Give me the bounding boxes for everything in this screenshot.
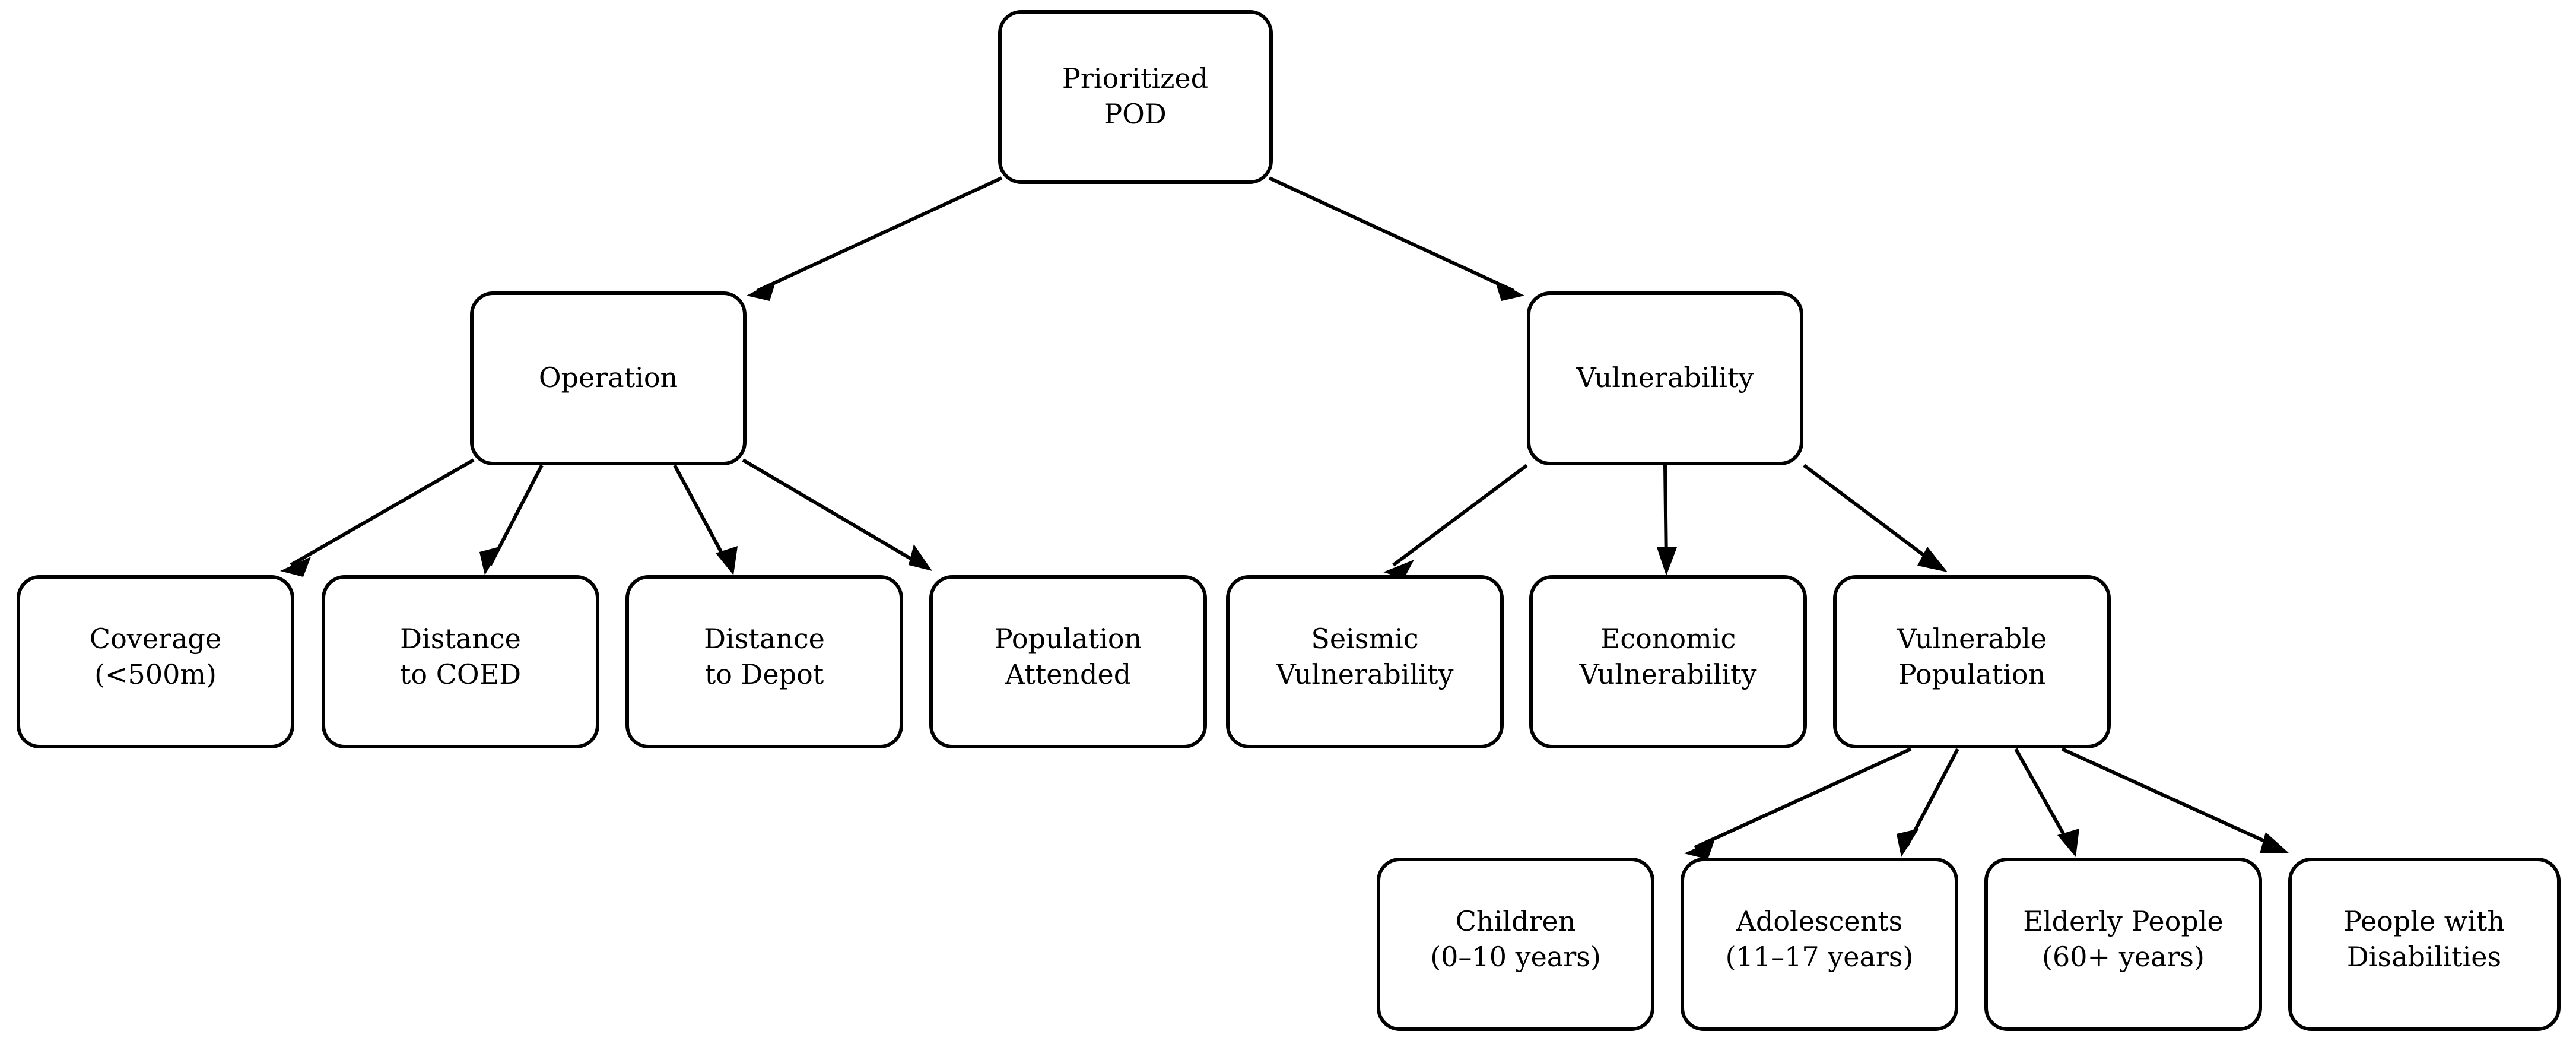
- node-distance-to-depot-label-line1: Distance: [704, 623, 825, 655]
- node-elderly-people[interactable]: Elderly People (60+ years): [1984, 858, 2262, 1031]
- node-vulnerable-population-box[interactable]: [1833, 575, 2111, 748]
- edge-operation-to-coverage: [280, 458, 475, 577]
- node-children-label-line1: Children: [1456, 905, 1576, 937]
- edge-root-to-operation: [747, 176, 1003, 301]
- edge-operation-to-distance-depot: [673, 464, 738, 575]
- node-coverage-label-line1: Coverage: [90, 623, 221, 655]
- edge-vulnerability-to-economic: [1657, 465, 1677, 576]
- node-adolescents-label-line1: Adolescents: [1736, 905, 1903, 937]
- node-people-with-disabilities-label-line2: Disabilities: [2347, 941, 2501, 973]
- node-economic-vulnerability[interactable]: Economic Vulnerability: [1529, 575, 1807, 748]
- node-vulnerability[interactable]: Vulnerability: [1527, 291, 1803, 465]
- node-adolescents-box[interactable]: [1681, 858, 1958, 1031]
- node-children[interactable]: Children (0–10 years): [1377, 858, 1654, 1031]
- edge-vulnerable-population-to-children: [1684, 747, 1912, 859]
- edge-root-to-vulnerability: [1268, 176, 1524, 301]
- node-distance-to-coed[interactable]: Distance to COED: [322, 575, 599, 748]
- edge-vulnerable-population-to-adolescents: [1897, 748, 1959, 857]
- node-population-attended-label-line2: Attended: [1005, 658, 1131, 690]
- node-vulnerability-label-line1: Vulnerability: [1576, 361, 1754, 394]
- node-adolescents-label-line2: (11–17 years): [1726, 941, 1914, 973]
- node-distance-to-depot[interactable]: Distance to Depot: [625, 575, 903, 748]
- edge-vulnerable-population-to-disabilities: [2061, 747, 2289, 853]
- node-prioritized-pod-box[interactable]: [998, 10, 1273, 184]
- node-population-attended-box[interactable]: [929, 575, 1207, 748]
- node-seismic-vulnerability[interactable]: Seismic Vulnerability: [1226, 575, 1504, 748]
- edge-operation-to-population-attended: [742, 458, 932, 571]
- node-elderly-people-label-line1: Elderly People: [2023, 905, 2223, 937]
- edge-vulnerability-to-vulnerable-population: [1803, 464, 1948, 572]
- node-operation-label-line1: Operation: [539, 361, 678, 394]
- node-economic-vulnerability-label-line1: Economic: [1600, 623, 1736, 655]
- node-coverage-box[interactable]: [17, 575, 294, 748]
- node-children-box[interactable]: [1377, 858, 1654, 1031]
- node-seismic-vulnerability-box[interactable]: [1226, 575, 1504, 748]
- node-vulnerability-box[interactable]: [1527, 291, 1803, 465]
- node-people-with-disabilities-box[interactable]: [2288, 858, 2561, 1031]
- node-people-with-disabilities[interactable]: People with Disabilities: [2288, 858, 2561, 1031]
- edge-vulnerable-population-to-elderly: [2014, 748, 2079, 857]
- node-economic-vulnerability-label-line2: Vulnerability: [1579, 658, 1757, 690]
- node-economic-vulnerability-box[interactable]: [1529, 575, 1807, 748]
- node-distance-to-coed-label-line1: Distance: [400, 623, 521, 655]
- node-coverage[interactable]: Coverage (<500m): [17, 575, 294, 748]
- node-distance-to-coed-box[interactable]: [322, 575, 599, 748]
- node-people-with-disabilities-label-line1: People with: [2343, 905, 2505, 937]
- node-adolescents[interactable]: Adolescents (11–17 years): [1681, 858, 1958, 1031]
- node-vulnerable-population-label-line2: Population: [1898, 658, 2046, 690]
- node-operation[interactable]: Operation: [470, 291, 747, 465]
- node-prioritized-pod[interactable]: Prioritized POD: [998, 10, 1273, 184]
- node-distance-to-depot-box[interactable]: [625, 575, 903, 748]
- node-prioritized-pod-label-line2: POD: [1104, 98, 1167, 130]
- node-distance-to-depot-label-line2: to Depot: [705, 658, 824, 690]
- node-distance-to-coed-label-line2: to COED: [400, 658, 521, 690]
- node-vulnerable-population[interactable]: Vulnerable Population: [1833, 575, 2111, 748]
- edge-vulnerability-to-seismic: [1383, 464, 1528, 579]
- node-elderly-people-label-line2: (60+ years): [2042, 941, 2205, 973]
- edge-operation-to-distance-coed: [479, 464, 544, 575]
- node-seismic-vulnerability-label-line1: Seismic: [1311, 623, 1418, 655]
- node-population-attended-label-line1: Population: [995, 623, 1142, 655]
- edge-group: [280, 176, 2289, 859]
- node-population-attended[interactable]: Population Attended: [929, 575, 1207, 748]
- node-children-label-line2: (0–10 years): [1430, 941, 1601, 973]
- node-seismic-vulnerability-label-line2: Vulnerability: [1276, 658, 1454, 690]
- node-operation-box[interactable]: [470, 291, 747, 465]
- node-prioritized-pod-label-line1: Prioritized: [1062, 62, 1208, 94]
- node-elderly-people-box[interactable]: [1984, 858, 2262, 1031]
- node-vulnerable-population-label-line1: Vulnerable: [1897, 623, 2047, 655]
- node-coverage-label-line2: (<500m): [94, 658, 217, 690]
